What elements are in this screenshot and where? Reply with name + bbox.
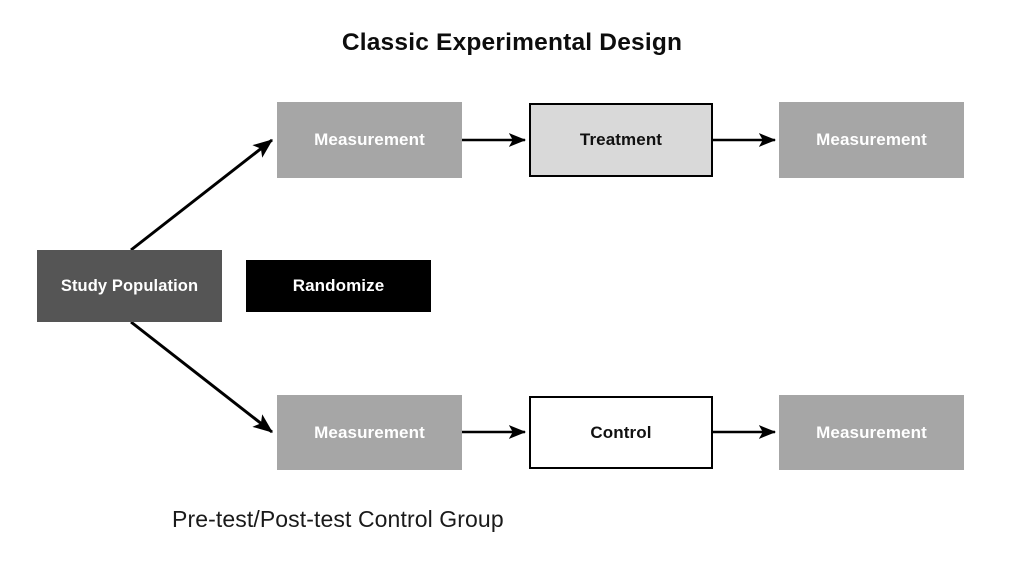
node-measurement-post-control[interactable]: Measurement [779,395,964,470]
node-measurement-pre-control[interactable]: Measurement [277,395,462,470]
connector-study-to-measurement-control-arm [130,320,273,434]
connector-study-to-measurement-treatment-arm [130,138,273,252]
node-measurement-post-treatment[interactable]: Measurement [779,102,964,178]
node-treatment[interactable]: Treatment [529,103,713,177]
page-title: Classic Experimental Design [341,29,683,56]
node-measurement-pre-treatment[interactable]: Measurement [277,102,462,178]
node-control[interactable]: Control [529,396,713,469]
node-study-population[interactable]: Study Population [37,250,222,322]
diagram-caption: Pre-test/Post-test Control Group [172,506,504,532]
node-randomize[interactable]: Randomize [246,260,431,312]
